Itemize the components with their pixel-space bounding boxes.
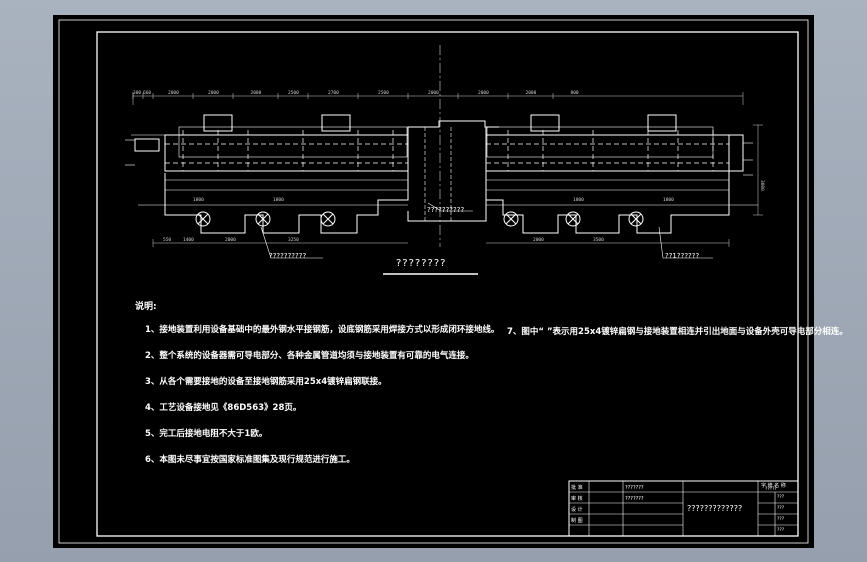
top-dimension-label: 2000 <box>168 90 179 96</box>
top-dimension-label: 2500 <box>288 90 299 96</box>
title-block-name-1: ??????? <box>625 485 644 491</box>
dim-label: 1800 <box>573 197 584 203</box>
note-item: 6、本图未尽事宜按国家标准图集及现行规范进行施工。 <box>145 455 355 465</box>
drawing-name: ????????????? <box>687 504 743 513</box>
ground-symbol-icon <box>195 211 211 227</box>
dim-label: 1800 <box>273 197 284 203</box>
right-foundation-dashes <box>486 130 729 171</box>
right-foundation <box>485 114 758 234</box>
title-block-field: ??? <box>777 528 785 533</box>
title-block-role-3: 设 计 <box>571 507 583 513</box>
dim-label: 3250 <box>288 237 299 243</box>
note-item: 2、整个系统的设备器需可导电部分、各种金属管道均须与接地装置有可靠的电气连接。 <box>145 351 474 361</box>
top-dimension-label: 2000 <box>208 90 219 96</box>
ground-symbol-icon <box>628 211 644 227</box>
dim-label: 1800 <box>663 197 674 203</box>
title-block-name-2: ??????? <box>625 496 644 502</box>
top-dimension-label: 800 <box>571 90 579 96</box>
note-item: 4、工艺设备接地见《86D563》28页。 <box>145 403 302 413</box>
top-dimension-label: 2000 <box>251 90 262 96</box>
title-block <box>568 480 799 537</box>
callout-leaders <box>125 139 753 259</box>
ground-symbol-icon <box>565 211 581 227</box>
ground-symbol-icon <box>503 211 519 227</box>
top-dimension-label: 300 <box>133 90 141 96</box>
dim-label: 550 <box>163 237 171 243</box>
callout-left: ?????????? <box>269 252 307 260</box>
ground-symbol-icon <box>320 211 336 227</box>
dim-label: 3500 <box>593 237 604 243</box>
callout-center: ?????????? <box>427 206 465 214</box>
title-block-role-4: 制 图 <box>571 518 583 524</box>
title-block-field: ??? <box>777 506 785 511</box>
note-item: 3、从各个需要接地的设备至接地钢筋采用25x4镀锌扁钢联接。 <box>145 377 387 387</box>
notes-title: 说明: <box>135 302 157 312</box>
dim-label: 1800 <box>193 197 204 203</box>
title-block-field: ??? <box>777 517 785 522</box>
section-title: ???????? <box>396 258 447 269</box>
bottom-dimension-lines <box>152 239 730 247</box>
dim-label: 2000 <box>225 237 236 243</box>
title-block-role-1: 批 准 <box>571 485 583 491</box>
note-item-7: 7、图中“ ”表示用25x4镀锌扁钢与接地装置相连并引出地面与设备外壳可导电部分… <box>507 327 848 337</box>
dim-label: 2000 <box>533 237 544 243</box>
inner-border <box>96 31 799 537</box>
title-block-field: ??? <box>777 495 785 500</box>
outer-border <box>58 19 809 544</box>
ground-symbol-icon <box>255 211 271 227</box>
left-foundation-dashes <box>165 130 408 171</box>
title-block-tag-sub: ????? <box>765 487 777 492</box>
ground-electrode-symbols <box>195 211 644 227</box>
dim-label: 1400 <box>183 237 194 243</box>
top-dimension-label: 2000 <box>428 90 439 96</box>
title-block-role-2: 审 核 <box>571 496 583 502</box>
top-dimension-label: 2500 <box>378 90 389 96</box>
top-dimension-label: 2000 <box>478 90 489 96</box>
title-block-tag: 字 修 名 称 <box>761 483 786 489</box>
top-dimension-label: 660 <box>143 90 151 96</box>
top-dimension-label: 2000 <box>526 90 537 96</box>
dim-label: 3000 <box>759 180 765 191</box>
top-dimension-label: 2700 <box>328 90 339 96</box>
note-item: 5、完工后接地电阻不大于1欧。 <box>145 429 268 439</box>
note-item: 1、接地装置利用设备基础中的最外钢水平接钢筋，设底钢筋采用焊接方式以形成闭环接地… <box>145 325 500 335</box>
right-vertical-dimension <box>753 124 763 216</box>
callout-right: ??1?????? <box>665 252 700 260</box>
